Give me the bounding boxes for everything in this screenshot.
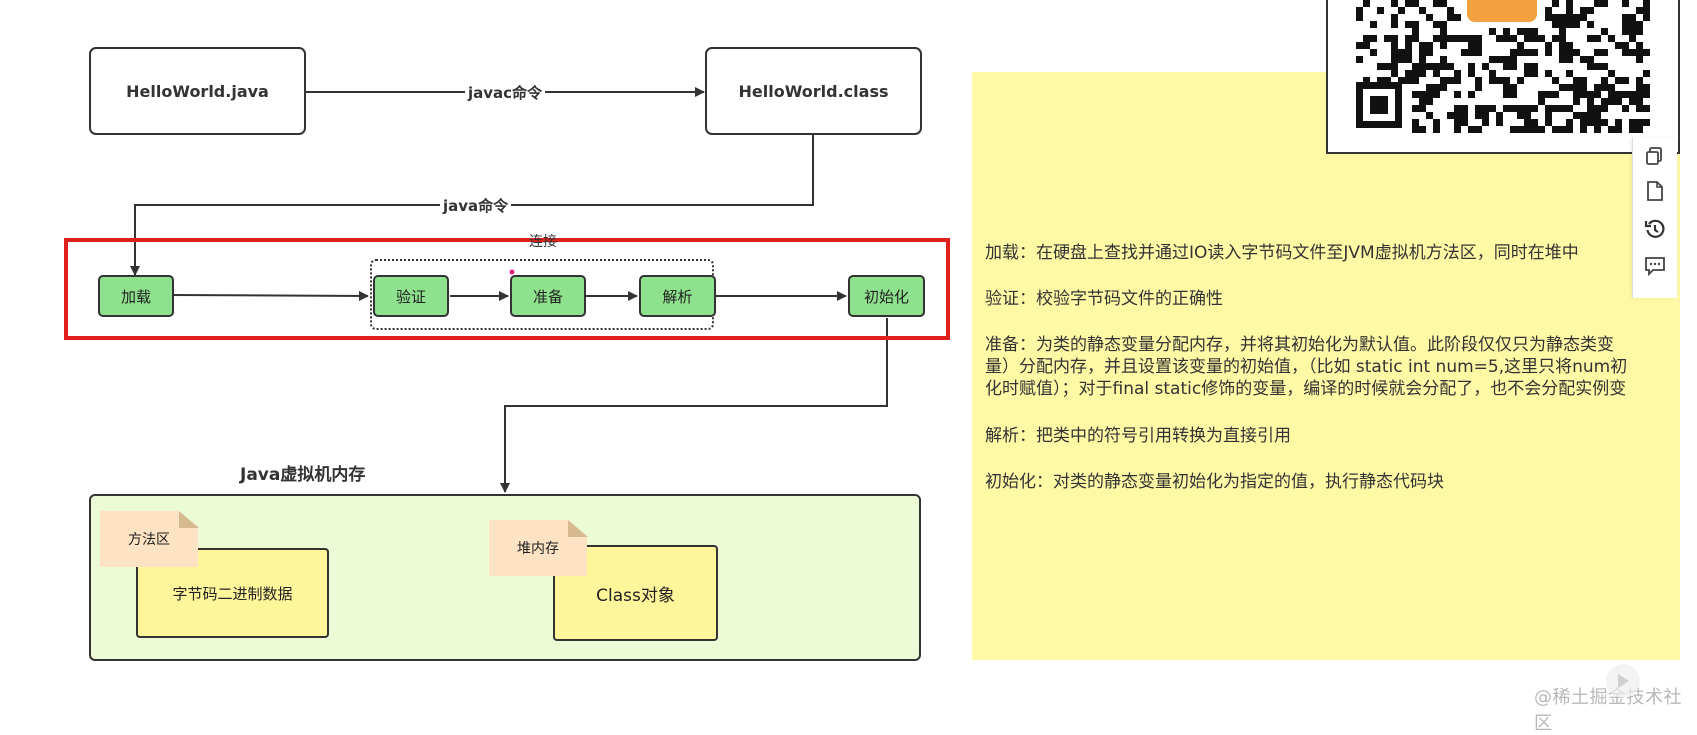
arrow-init-jvm	[500, 318, 888, 493]
copy-icon[interactable]	[1643, 144, 1667, 168]
desc-verify: 验证：校验字节码文件的正确性	[985, 289, 1223, 309]
arrow-load-verify	[173, 290, 369, 301]
avatar	[1467, 0, 1537, 22]
diagram-canvas: HelloWorld.java HelloWorld.class javac命令…	[64, 0, 1682, 734]
jvm-memory-title: Java虚拟机内存	[240, 465, 366, 485]
step-load[interactable]: 加载	[98, 275, 174, 317]
play-button[interactable]	[1606, 664, 1640, 698]
helloworld-class-node[interactable]: HelloWorld.class	[705, 47, 922, 135]
description-panel[interactable]: 加载：在硬盘上查找并通过IO读入字节码文件至JVM虚拟机方法区，同时在堆中 验证…	[972, 72, 1680, 660]
desc-resolve: 解析：把类中的符号引用转换为直接引用	[985, 426, 1291, 446]
comment-icon[interactable]	[1643, 254, 1667, 278]
class-object-box[interactable]: Class对象	[553, 545, 718, 641]
step-initialize[interactable]: 初始化	[848, 275, 925, 317]
qr-code-image	[1356, 0, 1650, 133]
side-toolbar	[1632, 138, 1677, 298]
step-resolve[interactable]: 解析	[639, 275, 716, 317]
desc-prepare-line3: 化时赋值）；对于final static修饰的变量，编译的时候就会分配了，也不会…	[985, 379, 1627, 399]
java-command-label: java命令	[440, 197, 512, 215]
step-prepare[interactable]: 准备	[510, 275, 586, 317]
javac-command-label: javac命令	[465, 84, 546, 102]
highlight-frame	[64, 238, 950, 340]
qr-code-card[interactable]	[1326, 0, 1680, 154]
connection-point	[509, 269, 515, 275]
history-icon[interactable]	[1643, 217, 1667, 241]
link-group-label: 连接	[529, 234, 557, 250]
helloworld-java-node[interactable]: HelloWorld.java	[89, 47, 306, 135]
desc-initialize: 初始化：对类的静态变量初始化为指定的值，执行静态代码块	[985, 472, 1444, 492]
step-verify[interactable]: 验证	[373, 275, 449, 317]
desc-load: 加载：在硬盘上查找并通过IO读入字节码文件至JVM虚拟机方法区，同时在堆中	[985, 243, 1579, 263]
desc-prepare-line2: 量）分配内存，并且设置该变量的初始值，（比如 static int num=5,…	[985, 357, 1628, 377]
document-icon[interactable]	[1643, 179, 1667, 203]
desc-prepare-line1: 准备：为类的静态变量分配内存，并将其初始化为默认值。此阶段仅仅只为静态类变	[985, 335, 1614, 355]
